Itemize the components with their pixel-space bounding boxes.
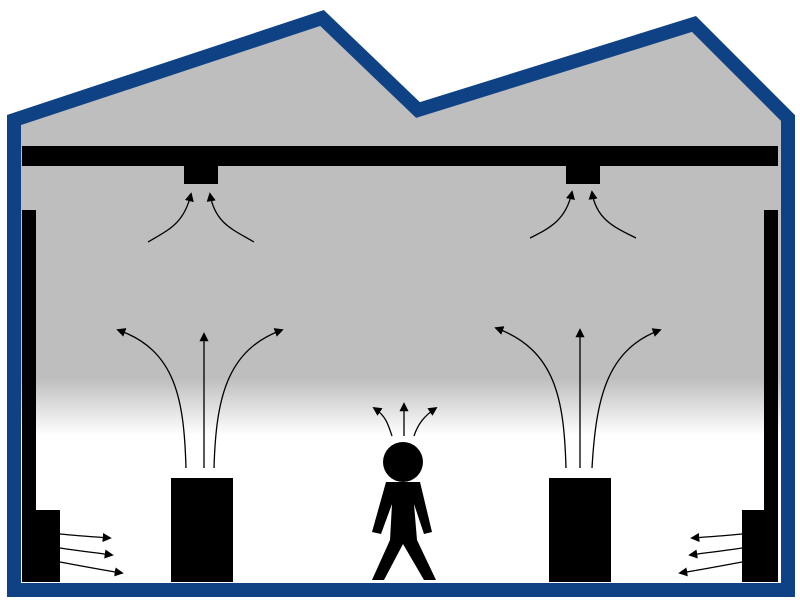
airflow-arrow	[59, 547, 114, 559]
occupant-body	[372, 482, 436, 580]
airflow-arrow	[213, 328, 284, 469]
airflow-arrow	[591, 328, 662, 469]
airflow-arrow	[372, 406, 393, 437]
airflow-arrow	[59, 561, 124, 577]
airflow-arrow	[413, 406, 438, 437]
airflow-arrow	[688, 547, 743, 559]
airflow-arrow	[59, 532, 112, 543]
airflow-arrows	[59, 190, 743, 577]
wall-column-left	[22, 210, 36, 582]
airflow-arrow	[116, 328, 187, 469]
airflow-arrow	[494, 326, 567, 469]
heat-source-right	[549, 478, 611, 582]
airflow-arrow	[690, 532, 743, 543]
building-outline	[6, 10, 795, 597]
roof-duct	[22, 146, 778, 166]
airflow-arrow	[206, 192, 255, 243]
airflow-arrow	[678, 561, 743, 577]
exhaust-vent-left	[184, 164, 218, 184]
wall-column-right	[764, 210, 778, 582]
diffuser-left	[36, 510, 60, 582]
exhaust-vent-right	[566, 164, 600, 184]
airflow-arrow	[529, 190, 575, 239]
heat-source-left	[171, 478, 233, 582]
airflow-arrow	[588, 190, 637, 239]
occupant-figure	[372, 442, 436, 580]
airflow-arrow	[147, 192, 194, 243]
occupant-head	[383, 442, 423, 482]
diffuser-right	[742, 510, 766, 582]
